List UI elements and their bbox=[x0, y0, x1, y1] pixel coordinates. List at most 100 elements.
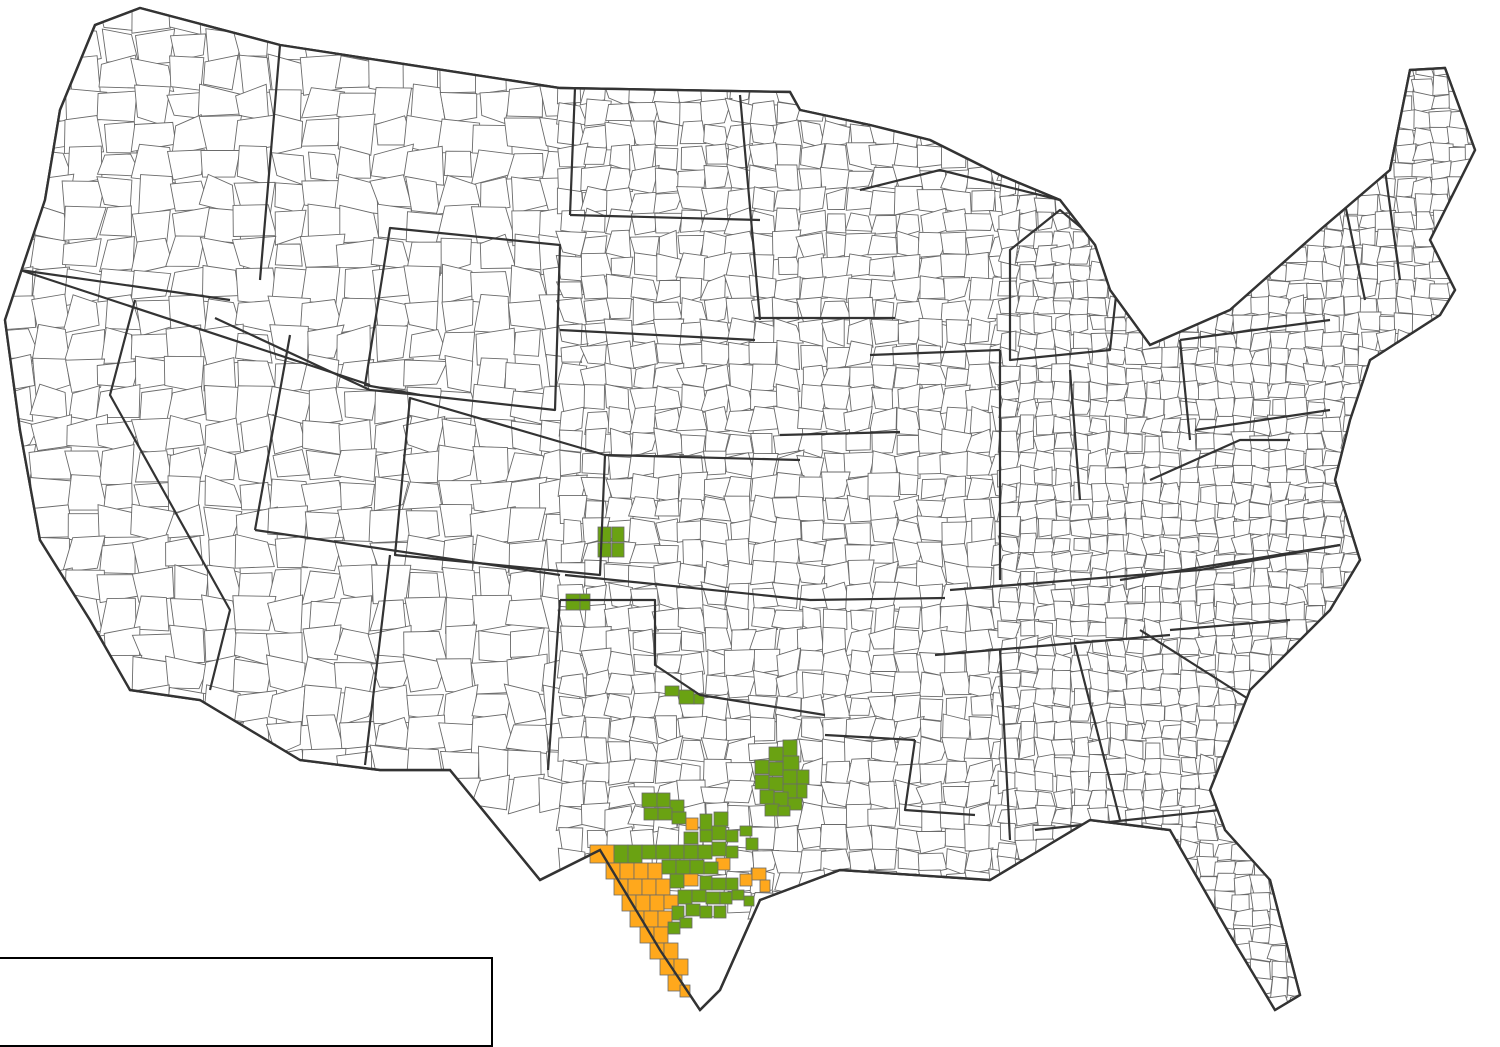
county bbox=[34, 743, 67, 783]
county bbox=[1322, 944, 1344, 965]
county bbox=[1465, 278, 1475, 301]
county-green bbox=[627, 844, 643, 864]
county bbox=[1375, 859, 1398, 877]
county bbox=[1410, 992, 1435, 1010]
county bbox=[1446, 230, 1470, 247]
county bbox=[1448, 789, 1468, 811]
county bbox=[825, 187, 848, 210]
county bbox=[1357, 570, 1381, 589]
county bbox=[1197, 228, 1219, 249]
county bbox=[1449, 397, 1472, 420]
county-orange bbox=[641, 878, 657, 896]
county bbox=[1036, 940, 1056, 964]
county bbox=[705, 143, 729, 165]
county bbox=[1125, 211, 1144, 234]
county bbox=[1161, 346, 1180, 369]
county bbox=[678, 343, 708, 370]
county bbox=[867, 234, 898, 256]
county bbox=[1285, 483, 1308, 501]
county bbox=[915, 830, 948, 855]
county bbox=[1464, 262, 1475, 283]
county bbox=[1124, 703, 1147, 725]
county bbox=[1032, 279, 1055, 300]
county bbox=[752, 669, 778, 697]
county bbox=[1249, 822, 1273, 844]
county bbox=[1377, 992, 1398, 1010]
county bbox=[1032, 159, 1052, 179]
county-green bbox=[655, 844, 671, 860]
county bbox=[1270, 788, 1287, 809]
county bbox=[997, 1008, 1021, 1010]
county bbox=[1052, 635, 1073, 658]
county bbox=[1230, 91, 1254, 112]
county bbox=[1464, 532, 1475, 556]
county bbox=[1284, 448, 1305, 470]
county bbox=[504, 362, 543, 396]
county bbox=[1034, 770, 1054, 792]
county bbox=[1377, 604, 1397, 623]
county bbox=[1088, 92, 1110, 111]
county bbox=[1307, 702, 1328, 723]
county-green bbox=[661, 859, 677, 875]
county bbox=[1217, 534, 1236, 555]
county bbox=[1252, 243, 1271, 268]
county bbox=[1411, 755, 1433, 775]
county bbox=[1032, 975, 1056, 999]
county bbox=[1376, 842, 1398, 861]
county bbox=[963, 251, 990, 282]
county bbox=[1197, 923, 1220, 943]
county bbox=[1375, 703, 1400, 726]
county bbox=[557, 673, 587, 699]
county bbox=[375, 324, 409, 363]
county bbox=[1303, 992, 1328, 1010]
county-green bbox=[611, 542, 625, 558]
county bbox=[1106, 210, 1127, 234]
county bbox=[1108, 583, 1130, 606]
county bbox=[1249, 741, 1271, 756]
county bbox=[1014, 995, 1038, 1010]
county bbox=[1014, 877, 1036, 894]
county bbox=[5, 565, 37, 604]
county bbox=[1413, 552, 1430, 573]
county bbox=[1125, 432, 1143, 453]
county bbox=[307, 324, 345, 359]
county bbox=[1162, 959, 1181, 982]
county bbox=[1196, 739, 1216, 757]
county bbox=[1087, 517, 1111, 536]
county bbox=[1464, 959, 1475, 980]
county bbox=[1230, 144, 1253, 164]
county bbox=[1412, 908, 1433, 930]
county bbox=[1162, 895, 1181, 913]
county bbox=[1214, 872, 1236, 893]
county bbox=[993, 892, 1016, 919]
county bbox=[997, 294, 1020, 315]
county bbox=[871, 428, 898, 454]
county bbox=[1428, 550, 1451, 573]
county bbox=[1068, 298, 1091, 317]
county bbox=[939, 803, 965, 831]
county bbox=[507, 773, 545, 815]
county bbox=[1465, 943, 1475, 963]
county bbox=[1269, 669, 1288, 692]
county bbox=[604, 805, 635, 833]
county bbox=[970, 694, 994, 716]
county bbox=[1159, 788, 1179, 808]
county bbox=[1340, 1011, 1363, 1029]
county bbox=[1073, 481, 1094, 501]
county bbox=[267, 775, 312, 815]
county bbox=[1392, 790, 1414, 811]
county bbox=[1431, 466, 1453, 488]
county-green bbox=[754, 759, 770, 775]
county bbox=[165, 686, 205, 724]
state-line-or-ca-nv bbox=[19, 268, 371, 387]
county-green bbox=[641, 792, 658, 808]
county bbox=[1284, 210, 1310, 232]
county bbox=[1428, 516, 1453, 538]
county bbox=[945, 760, 969, 784]
county bbox=[1413, 926, 1431, 948]
county bbox=[1194, 908, 1217, 927]
county bbox=[653, 544, 679, 564]
county bbox=[1375, 176, 1396, 198]
county bbox=[846, 317, 874, 348]
county bbox=[1069, 702, 1094, 722]
